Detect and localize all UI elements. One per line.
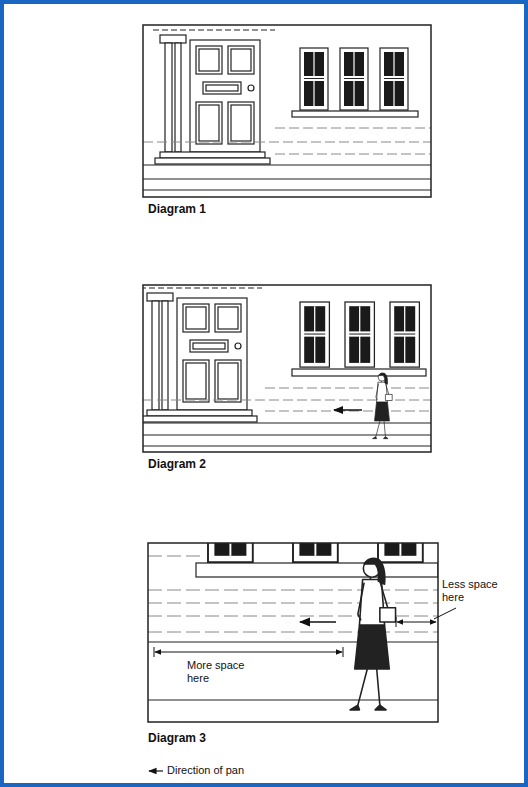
panel-2-part-part <box>143 445 431 446</box>
panel-3-part <box>208 543 253 562</box>
walk-arrow <box>334 409 362 411</box>
panel-2 <box>143 288 431 446</box>
panel-2-part <box>390 302 419 367</box>
panel-2-part <box>143 423 431 446</box>
panel-2-part <box>292 369 426 376</box>
panel-frame <box>148 543 438 722</box>
panel-3-part-part <box>148 556 200 557</box>
more-space-span-part <box>155 652 342 653</box>
panel-2-part <box>300 302 329 367</box>
panel-1-part <box>143 165 431 190</box>
pan-caption: Direction of pan <box>166 764 245 777</box>
pan-arrow <box>149 770 163 771</box>
panel-1-part-part <box>143 178 431 179</box>
panel-1-part-part <box>275 154 431 155</box>
panel-2-part-part <box>143 434 431 435</box>
more-space-span <box>154 647 343 657</box>
panel-3-part-part <box>148 632 438 633</box>
panel-1-part <box>300 48 328 110</box>
panel-2-part <box>143 288 262 422</box>
panel-3 <box>148 543 438 710</box>
panel-3-part-part <box>148 603 438 604</box>
panel-3-part-part <box>148 641 438 642</box>
diagram-caption: Diagram 2 <box>147 457 207 471</box>
more-space-span-part <box>343 647 344 657</box>
panel-2-part-part <box>265 411 431 412</box>
panel-1-part <box>380 48 408 110</box>
panel-2-part-part <box>265 388 431 389</box>
less-space-span-part <box>396 617 397 627</box>
panel-1-part-part <box>275 128 431 129</box>
panel-1-part-part <box>143 164 431 165</box>
panel-1-part-part <box>143 142 431 143</box>
diagram-caption: Diagram 1 <box>147 202 207 216</box>
panel-1-part <box>292 111 418 117</box>
panel-3-part-part <box>148 590 438 591</box>
panel-1-part <box>340 48 368 110</box>
diagram-caption: Diagram 3 <box>147 731 207 745</box>
panel-frame <box>143 285 431 452</box>
panel-2-part <box>345 302 374 367</box>
panel-3-part-part <box>148 699 438 700</box>
panel-1 <box>143 30 431 190</box>
panel-3-part <box>350 558 396 710</box>
panel-3-part <box>196 563 438 577</box>
callout-note: More space here <box>186 659 262 685</box>
panel-1-part-part <box>143 189 431 190</box>
callout-note: Less space here <box>441 578 507 604</box>
leader-line <box>434 608 456 619</box>
panel-3-part <box>148 642 438 700</box>
less-space-span <box>396 617 436 627</box>
panel-2-part-part <box>143 422 431 423</box>
more-space-span-part <box>154 647 155 657</box>
panel-2-part <box>372 373 392 439</box>
panel-1-part <box>153 30 275 164</box>
panel-3-part <box>293 543 338 562</box>
less-space-span-part <box>397 622 436 623</box>
walk-arrow <box>300 621 336 623</box>
panel-1-part <box>143 128 431 154</box>
panel-3-part <box>378 543 423 562</box>
panel-frame <box>143 25 431 197</box>
